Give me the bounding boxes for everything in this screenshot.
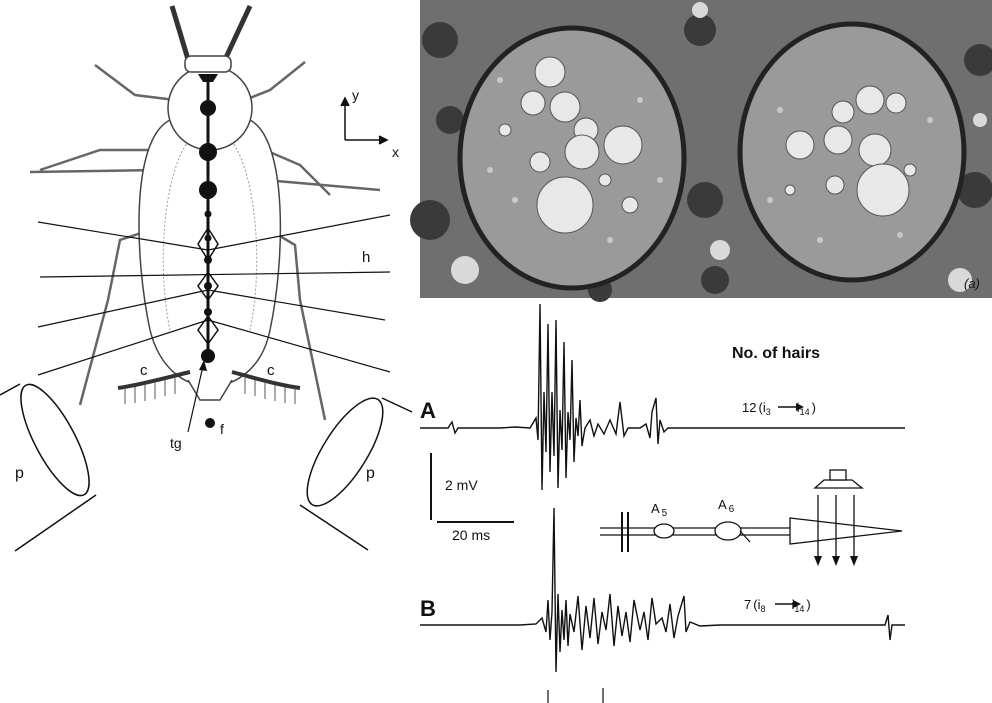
cercus-left: [117, 370, 191, 390]
axis-y-label: y: [352, 87, 359, 103]
micrograph-panel: (a): [410, 0, 992, 302]
trace-a-from: i: [763, 400, 766, 415]
cut-lines: [37, 214, 391, 376]
trace-a-hairs: 12: [742, 400, 756, 415]
label-c-left: c: [140, 362, 148, 379]
connective-left: [457, 25, 687, 291]
stimulus-focus-dot: [205, 418, 215, 428]
brain: [198, 74, 218, 82]
ganglion-a5-letter: A: [651, 501, 660, 516]
micrograph-light-patches: [451, 2, 987, 292]
label-tg: tg: [170, 435, 182, 451]
label-h: h: [362, 249, 370, 266]
ganglion-a5-sub: 5: [662, 508, 668, 519]
ganglion-a6-sub: 6: [729, 504, 735, 515]
trace-b-close-paren: ): [806, 597, 810, 612]
tg-pointer: [187, 365, 204, 433]
trace-b: [420, 507, 905, 673]
trace-b-from-sub: 8: [760, 604, 765, 614]
abdomen-tip: [187, 379, 233, 401]
ganglion-a6-letter: A: [718, 497, 727, 512]
label-p-left: p: [15, 465, 24, 482]
preparation-schematic: [600, 469, 903, 552]
trace-b-to-sub: 14: [794, 604, 804, 614]
trace-a-open-paren: (: [758, 400, 763, 415]
trace-a-close-paren: ): [812, 400, 816, 415]
airflow-arrows: [817, 495, 855, 560]
trace-a: [420, 303, 905, 491]
trace-a-from-sub: 3: [766, 407, 771, 417]
connective-right: [737, 21, 967, 283]
cercal-hairs: [124, 378, 296, 404]
trace-a-to-sub: 14: [800, 407, 810, 417]
trace-b-open-paren: (: [753, 597, 758, 612]
legs-left: [29, 64, 176, 406]
airflow-arrowheads: [814, 556, 858, 566]
trace-b-hairs: 7: [744, 597, 751, 612]
axis-indicator: [340, 96, 389, 145]
recording-panel: No. of hairs A 12(i3i14) 2 mV 20 ms: [420, 303, 905, 703]
thoracic-ganglia: [199, 100, 217, 199]
trace-a-label: A: [420, 398, 436, 423]
head: [184, 55, 232, 73]
hairs-header: No. of hairs: [732, 345, 820, 362]
trace-b-label: B: [420, 596, 436, 621]
micrograph-texture: [410, 14, 992, 302]
trace-b-from: i: [758, 597, 761, 612]
scale-time-label: 20 ms: [452, 527, 490, 543]
terminal-ganglion: [201, 349, 215, 363]
axis-x-label: x: [392, 144, 399, 160]
trace-a-hair-count: 12(i3i14): [742, 400, 816, 417]
puffer-right: [299, 397, 413, 551]
ganglion-connectives: [197, 226, 219, 346]
cockroach-diagram: y x h c c tg f p p: [0, 4, 413, 552]
trace-a-arrowhead: [796, 403, 804, 411]
puffer-left: [0, 383, 97, 552]
cercus-right: [231, 370, 301, 390]
tg-arrowhead: [199, 360, 207, 371]
trace-b-arrowhead: [793, 600, 801, 608]
trace-b-hair-count: 7(i8i14): [744, 597, 811, 614]
legs-right: [244, 61, 381, 421]
label-f: f: [220, 421, 224, 437]
label-c-right: c: [267, 362, 275, 379]
antenna-left: [169, 5, 193, 67]
label-p-right: p: [366, 465, 375, 482]
scale-voltage-label: 2 mV: [445, 477, 478, 493]
micrograph-panel-label: (a): [964, 276, 980, 291]
